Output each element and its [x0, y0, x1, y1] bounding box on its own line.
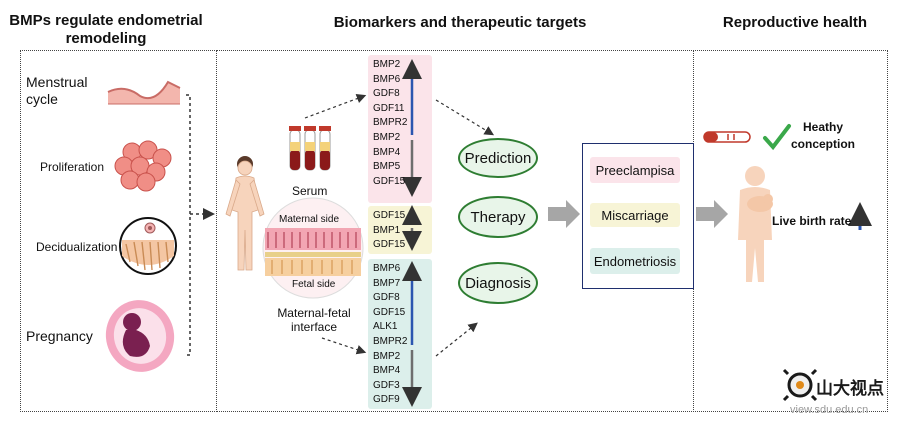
left-header: BMPs regulate endometrial remodeling — [9, 12, 203, 47]
menstrual-illustration — [107, 80, 181, 105]
live-birth-rate-label: Live birth rate — [772, 214, 852, 228]
pregnancy-label: Pregnancy — [26, 328, 93, 344]
gene-item: BMP2 — [373, 131, 401, 143]
serum-tubes — [289, 126, 331, 171]
proliferation-cells — [114, 140, 172, 192]
diagnosis-oval: Diagnosis — [458, 262, 538, 304]
interface-mid-gene-list: GDF15 BMP1 GDF15 — [373, 209, 405, 253]
endometriosis-box: Endometriosis — [590, 248, 680, 274]
gene-item: GDF15 — [373, 210, 406, 221]
gene-item: BMP6 — [373, 263, 401, 274]
gene-item: GDF9 — [373, 394, 400, 406]
therapy-oval: Therapy — [458, 196, 538, 238]
gene-item: GDF15 — [373, 239, 406, 251]
interface-illustration — [262, 197, 364, 299]
gene-item: BMP1 — [373, 224, 401, 236]
gene-item: BMP2 — [373, 350, 401, 362]
gene-item: BMPR2 — [373, 335, 408, 347]
gene-item: BMP6 — [373, 73, 401, 85]
proliferation-label: Proliferation — [40, 160, 105, 174]
healthy-conception-label: Heathy conception — [790, 120, 855, 151]
right-header: Reproductive health — [722, 14, 868, 31]
gene-item: BMP2 — [373, 59, 401, 70]
interface-gene-box — [368, 259, 432, 409]
interface-label: Maternal-fetal interface — [277, 306, 351, 334]
serum-gene-list: BMP2 BMP6 GDF8 GDF11 BMPR2 BMP2 BMP4 BMP… — [373, 58, 407, 189]
middle-header: Biomarkers and therapeutic targets — [333, 14, 587, 31]
menstrual-cycle-label: Menstrual cycle — [26, 74, 88, 107]
woman-figure — [225, 156, 265, 271]
preeclampsia-box: Preeclampisa — [590, 157, 680, 183]
gene-item: GDF8 — [373, 292, 400, 304]
gene-item: GDF3 — [373, 379, 400, 391]
gene-item: BMP4 — [373, 365, 401, 377]
watermark-url: view.sdu.edu.cn — [790, 404, 869, 416]
serum-label: Serum — [292, 184, 328, 198]
gene-item: BMPR2 — [373, 117, 408, 129]
decidualization-illustration — [119, 217, 177, 275]
gene-item: GDF11 — [373, 102, 405, 114]
fetal-side-label: Fetal side — [292, 279, 336, 290]
interface-gene-list: BMP6 BMP7 GDF8 GDF15 ALK1 BMPR2 BMP2 BMP… — [373, 262, 407, 408]
gene-item: GDF15 — [373, 175, 406, 187]
miscarriage-box: Miscarriage — [590, 203, 680, 227]
prediction-oval: Prediction — [458, 138, 538, 178]
mother-baby-figure — [738, 166, 773, 282]
gene-item: GDF8 — [373, 88, 400, 100]
maternal-side-label: Maternal side — [279, 214, 340, 225]
gene-item: BMP5 — [373, 161, 401, 173]
watermark-logo — [782, 368, 818, 402]
gene-item: BMP4 — [373, 146, 401, 158]
pregnancy-illustration — [105, 300, 175, 372]
watermark-text: 山大视点 — [816, 379, 884, 398]
pregnancy-test — [703, 131, 751, 143]
gene-item: ALK1 — [373, 321, 398, 333]
gene-item: GDF15 — [373, 306, 406, 318]
gene-item: BMP7 — [373, 277, 401, 289]
decidualization-label: Decidualization — [36, 240, 118, 254]
